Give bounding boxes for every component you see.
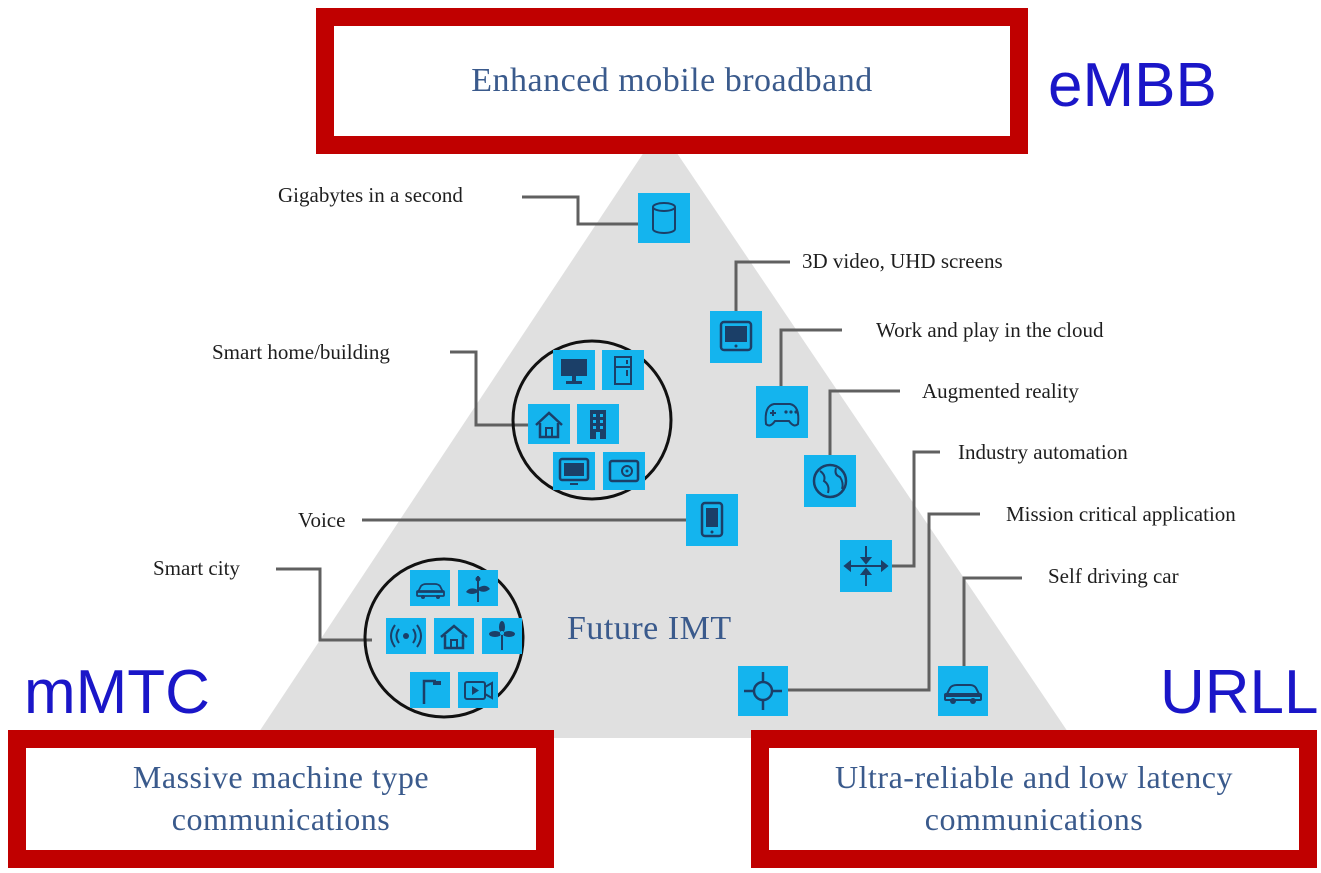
industry-arrows-icon (840, 540, 892, 592)
wireless-signal-icon (386, 618, 426, 654)
embb-title: Enhanced mobile broadband (471, 62, 873, 99)
label-mission-critical: Mission critical application (1006, 502, 1236, 526)
connector-ar (828, 389, 900, 456)
connector-mission (788, 512, 980, 692)
smart-home-circle (511, 339, 673, 501)
label-cloud: Work and play in the cloud (876, 318, 1104, 342)
wind-turbine-icon (482, 618, 522, 654)
safe-icon (603, 452, 645, 490)
game-controller-icon (756, 386, 808, 438)
crosshair-icon (738, 666, 788, 716)
label-industry-automation: Industry automation (958, 440, 1128, 464)
plant-sensor-icon (458, 570, 498, 606)
connector-cloud (779, 328, 842, 386)
urllc-title-box: Ultra-reliable and low latency communica… (751, 730, 1317, 868)
monitor-icon (710, 311, 762, 363)
label-voice: Voice (298, 508, 346, 532)
car-icon (938, 666, 988, 716)
city-home-icon (434, 618, 474, 654)
mmtc-abbreviation: mMTC (24, 658, 210, 727)
urllc-title-line-2: communications (924, 801, 1144, 837)
connector-3d-video (734, 260, 790, 313)
label-gigabytes: Gigabytes in a second (278, 183, 463, 207)
connector-smart-home (450, 350, 528, 427)
city-car-icon (410, 570, 450, 606)
label-self-driving-car: Self driving car (1048, 564, 1179, 588)
label-smart-city: Smart city (153, 556, 240, 580)
embb-title-box: Enhanced mobile broadband (316, 8, 1028, 154)
connector-car (962, 576, 1022, 668)
mmtc-title-line-1: Massive machine type (132, 759, 430, 796)
urllc-abbreviation: URLLC (1160, 658, 1321, 727)
database-icon (638, 193, 690, 243)
label-smart-home: Smart home/building (212, 340, 390, 364)
connector-industry (892, 450, 940, 568)
embb-abbreviation: eMBB (1048, 51, 1217, 120)
label-3d-video: 3D video, UHD screens (802, 249, 1003, 273)
home-icon (528, 404, 570, 444)
video-camera-icon (458, 672, 498, 708)
building-icon (577, 404, 619, 444)
urllc-title-line-1: Ultra-reliable and low latency (835, 759, 1233, 796)
connector-lines (276, 195, 1022, 692)
refrigerator-icon (602, 350, 644, 390)
globe-icon (804, 455, 856, 507)
tv-screen-icon (553, 452, 595, 490)
street-light-icon (410, 672, 450, 708)
connector-smart-city (276, 567, 372, 642)
mmtc-title-line-2: communications (171, 801, 391, 837)
future-imt-title: Future IMT (567, 610, 732, 647)
connector-gigabytes (522, 195, 640, 226)
desktop-computer-icon (553, 350, 595, 390)
mmtc-title-box: Massive machine type communications (8, 730, 554, 868)
smartphone-icon (686, 494, 738, 546)
smart-city-circle (363, 557, 525, 719)
label-augmented-reality: Augmented reality (922, 379, 1079, 403)
